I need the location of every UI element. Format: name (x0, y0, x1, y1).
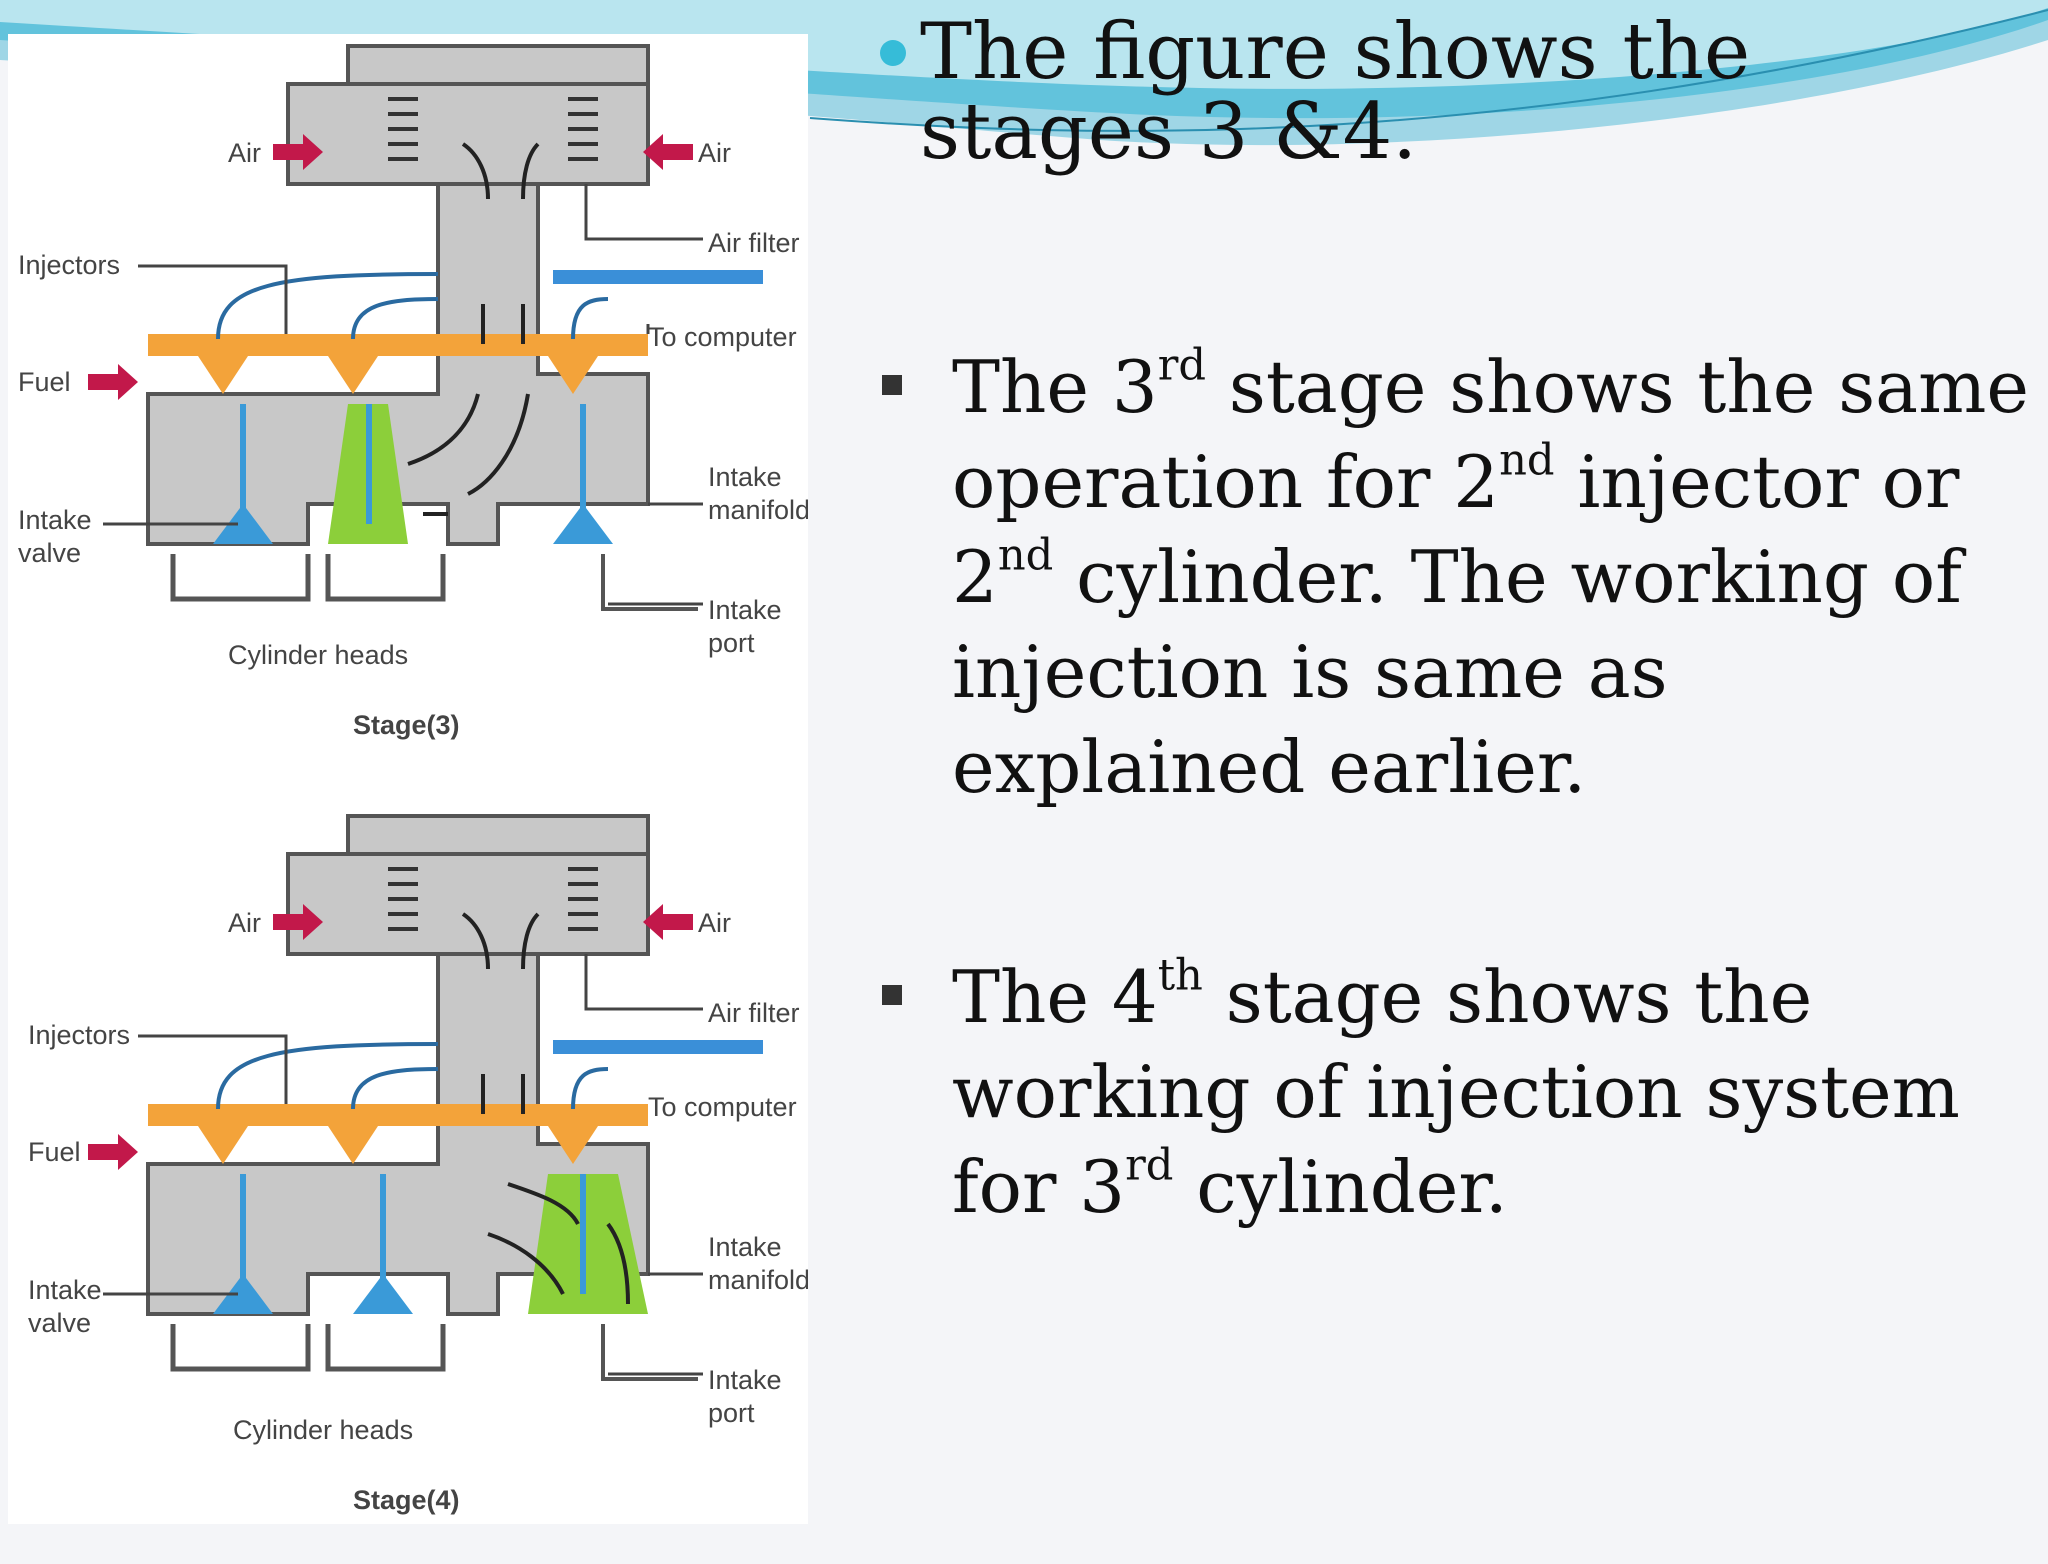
label-air-left: Air (228, 908, 261, 938)
label-intake-valve-1: Intake (28, 1275, 102, 1305)
label-intake-valve-1: Intake (18, 505, 92, 535)
label-intake-valve-2: valve (28, 1308, 91, 1338)
stage4-caption: Stage(4) (353, 1485, 460, 1515)
round-bullet-icon (880, 40, 906, 66)
label-intake-port-2: port (708, 628, 755, 658)
label-air-filter: Air filter (708, 998, 800, 1028)
label-intake-port-1: Intake (708, 1365, 782, 1395)
intro-text: The figure shows the stages 3 &4. (920, 7, 1751, 177)
diagram-panel: Air Air Injectors Air filter To computer… (8, 34, 808, 1524)
label-fuel: Fuel (18, 367, 71, 397)
label-injectors: Injectors (18, 250, 120, 280)
label-intake-manifold-2: manifold (708, 495, 808, 525)
label-intake-port-2: port (708, 1398, 755, 1428)
label-intake-port-1: Intake (708, 595, 782, 625)
label-air-right: Air (698, 908, 731, 938)
stage4-diagram: Air Air Injectors Air filter To computer… (28, 814, 808, 1515)
label-to-computer: To computer (648, 1092, 797, 1122)
label-intake-manifold-2: manifold (708, 1265, 808, 1295)
label-to-computer: To computer (648, 322, 797, 352)
label-cylinder-heads: Cylinder heads (233, 1415, 413, 1445)
square-bullet-icon (882, 375, 902, 395)
label-cylinder-heads: Cylinder heads (228, 640, 408, 670)
label-air-filter: Air filter (708, 228, 800, 258)
label-air-right: Air (698, 138, 731, 168)
bullet-text-stage3: The 3rd stage shows the same operation f… (952, 340, 2029, 809)
square-bullet-icon (882, 985, 902, 1005)
label-injectors: Injectors (28, 1020, 130, 1050)
label-air-left: Air (228, 138, 261, 168)
label-fuel: Fuel (28, 1137, 81, 1167)
label-intake-manifold-1: Intake (708, 1232, 782, 1262)
bullet-text-stage4: The 4th stage shows the working of injec… (952, 950, 1960, 1229)
stage3-caption: Stage(3) (353, 710, 460, 740)
label-intake-valve-2: valve (18, 538, 81, 568)
stage3-diagram: Air Air Injectors Air filter To computer… (18, 44, 808, 740)
label-intake-manifold-1: Intake (708, 462, 782, 492)
